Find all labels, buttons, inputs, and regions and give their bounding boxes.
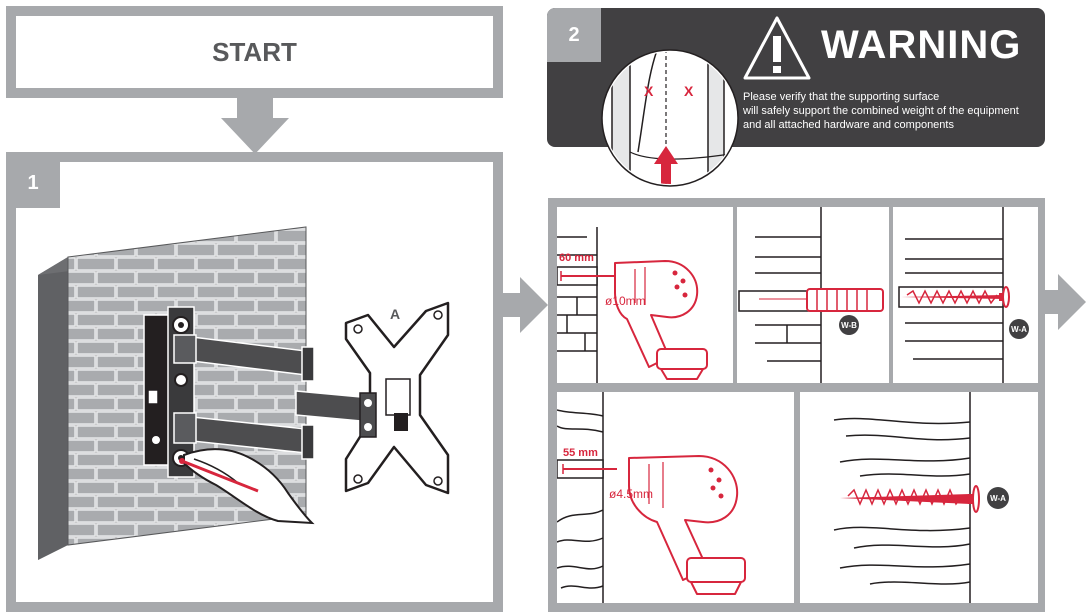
- start-label: START: [212, 36, 297, 67]
- right-arrow-icon: [498, 277, 548, 333]
- stud-mark-left: X: [644, 83, 654, 99]
- brick-screw-tag: W-A: [1011, 325, 1027, 334]
- warning-line-1: Please verify that the supporting surfac…: [743, 91, 940, 103]
- down-arrow-icon: [221, 96, 289, 154]
- brick-drill-diameter: ø10mm: [605, 294, 646, 308]
- next-step-arrow-icon: [1040, 274, 1086, 330]
- wood-drill-diameter: ø4.5mm: [609, 487, 653, 501]
- wood-screw-tag: W-A: [990, 494, 1006, 503]
- warning-triangle-icon: [743, 16, 811, 80]
- warning-title: WARNING: [821, 23, 1022, 67]
- start-box: START: [6, 6, 503, 98]
- wood-drill-illustration: 55 mm ø4.5mm: [557, 392, 746, 603]
- warning-line-3: and all attached hardware and components: [743, 119, 954, 131]
- brick-drill-cell: 60 mm ø10mm: [557, 207, 733, 383]
- wall-mount-illustration: A: [38, 226, 450, 560]
- brick-drill-depth: 60 mm: [559, 252, 594, 264]
- part-a-label: A: [390, 306, 400, 322]
- step2-number: 2: [547, 8, 601, 62]
- step1-number: 1: [6, 158, 60, 208]
- wood-drill-cell: 55 mm ø4.5mm: [557, 392, 794, 603]
- warning-line-2: will safely support the combined weight …: [743, 105, 1019, 117]
- wood-screw-illustration: W-A: [833, 392, 1009, 603]
- brick-screw-illustration: W-A: [898, 207, 1029, 383]
- brick-screw-cell: W-A: [893, 207, 1038, 383]
- anchor-tag: W-B: [841, 321, 857, 330]
- brick-anchor-illustration: W-B: [738, 207, 884, 383]
- brick-anchor-cell: W-B: [737, 207, 889, 383]
- wood-screw-cell: W-A: [800, 392, 1038, 603]
- stud-mark-right: X: [684, 83, 694, 99]
- stud-check-illustration: X X: [601, 49, 739, 187]
- wood-drill-depth: 55 mm: [563, 447, 598, 459]
- brick-drill-illustration: 60 mm ø10mm: [557, 227, 708, 383]
